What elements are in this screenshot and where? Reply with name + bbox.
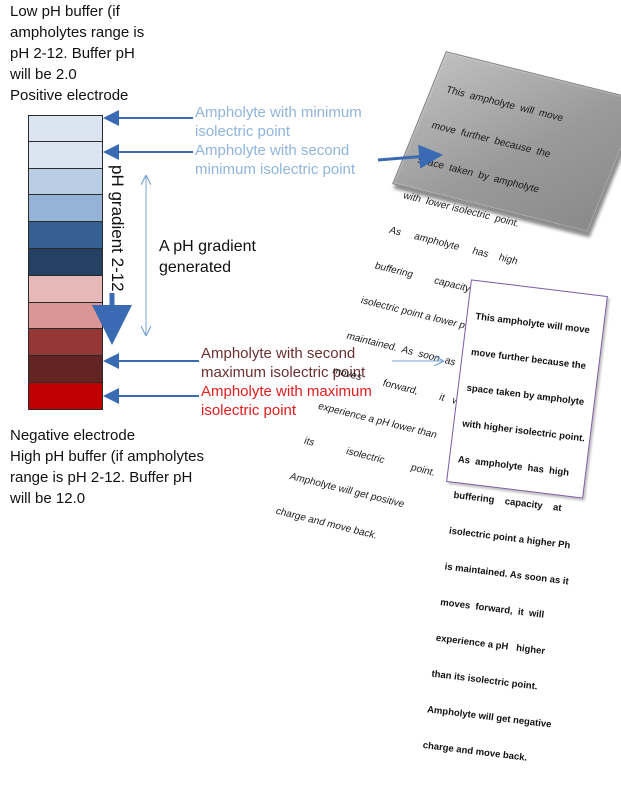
- top-text-line: Low pH buffer (if: [10, 3, 120, 20]
- note-line: moves forward, it will: [439, 597, 545, 621]
- annotation-line: Ampholyte with second: [201, 345, 356, 362]
- gradient-segment: [29, 168, 102, 196]
- top-buffer-description: Low pH buffer (if ampholytes range is pH…: [10, 1, 144, 106]
- annotation-line: Ampholyte with second: [195, 142, 350, 159]
- gradient-segment: [29, 248, 102, 276]
- gradient-segment: [29, 222, 102, 249]
- gradient-segment: [29, 275, 102, 303]
- gradient-segment: [29, 115, 102, 142]
- gradient-segment: [29, 356, 102, 383]
- bottom-text-line: will be 12.0: [10, 490, 86, 507]
- gradient-segment: [29, 141, 102, 169]
- top-text-line: Positive electrode: [10, 87, 129, 104]
- note-line: than its isolectric point.: [430, 668, 539, 693]
- gradient-segment: [29, 329, 102, 357]
- bottom-buffer-description: Negative electrode High pH buffer (if am…: [10, 425, 204, 509]
- bottom-text-line: High pH buffer (if ampholytes: [10, 448, 204, 465]
- annotation-gradient-generated: A pH gradient generated: [159, 236, 256, 278]
- note-line: Ampholyte will get negative: [426, 704, 553, 731]
- gradient-segment: [29, 195, 102, 223]
- ph-gradient-column: [28, 115, 103, 410]
- annotation-maximum-isoelectric: Ampholyte with maximum isolectric point: [201, 382, 372, 420]
- note-line: is maintained. As soon as it: [444, 561, 570, 588]
- annotation-line: maximum isolectric point: [201, 364, 366, 381]
- gradient-segment: [29, 382, 102, 410]
- top-text-line: will be 2.0: [10, 66, 77, 83]
- note-line: charge and move back.: [422, 739, 528, 764]
- annotation-line: minimum isolectric point: [195, 161, 356, 178]
- bottom-text-line: range is pH 2-12. Buffer pH: [10, 469, 193, 486]
- annotation-line: isolectric point: [201, 402, 297, 419]
- note-line: isolectric point a higher Ph: [448, 525, 571, 552]
- bottom-text-line: Negative electrode: [10, 427, 136, 444]
- top-text-line: ampholytes range is: [10, 24, 145, 41]
- annotation-line: A pH gradient: [159, 238, 256, 255]
- annotation-line: Ampholyte with maximum: [201, 383, 372, 400]
- annotation-second-maximum-isoelectric: Ampholyte with second maximum isolectric…: [201, 344, 365, 382]
- annotation-line: Ampholyte with minimum: [195, 104, 362, 121]
- top-text-line: pH 2-12. Buffer pH: [10, 45, 135, 62]
- annotation-second-minimum-isoelectric: Ampholyte with second minimum isolectric…: [195, 141, 355, 179]
- gradient-segment: [29, 302, 102, 330]
- note-line: experience a pH higher: [435, 632, 546, 658]
- annotation-minimum-isoelectric: Ampholyte with minimum isolectric point: [195, 103, 362, 141]
- annotation-line: isolectric point: [195, 123, 291, 140]
- annotation-line: generated: [159, 259, 232, 276]
- ph-gradient-label: pH gradient 2-12: [108, 165, 127, 292]
- arrows-layer: [92, 110, 621, 404]
- arrow-to-top-note: [377, 144, 443, 169]
